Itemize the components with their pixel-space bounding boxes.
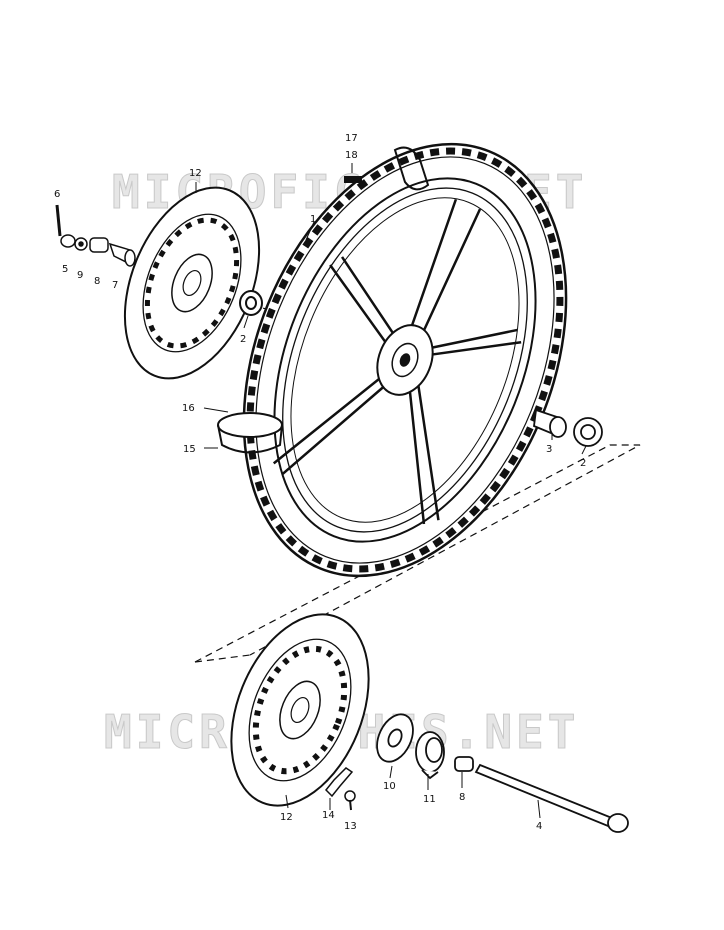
- lower-disc-hardware: [324, 767, 356, 811]
- tire-cutaway-top: [344, 146, 430, 191]
- callout-2-right: 2: [580, 458, 586, 469]
- callout-17: 17: [345, 133, 358, 144]
- bearing-upper-middle: [239, 290, 263, 316]
- callout-7: 7: [112, 280, 118, 291]
- callout-6: 6: [54, 189, 60, 200]
- callout-8-upper: 8: [94, 276, 100, 287]
- brake-disc-lower: [230, 613, 370, 807]
- callout-12-lower: 12: [280, 812, 293, 823]
- tire-cutaway-left: [217, 412, 283, 454]
- callout-3: 3: [546, 444, 552, 455]
- brake-disc-upper: [123, 186, 261, 380]
- callout-13: 13: [344, 821, 357, 832]
- callout-8-lower: 8: [459, 792, 465, 803]
- callout-18: 18: [345, 150, 358, 161]
- callout-16: 16: [182, 403, 195, 414]
- callout-12-upper: 12: [189, 168, 202, 179]
- callout-1: 1: [310, 214, 316, 225]
- leader-lines: [195, 163, 587, 819]
- callout-4: 4: [536, 821, 542, 832]
- callout-10: 10: [383, 781, 396, 792]
- callout-2-upper: 2: [240, 334, 246, 345]
- callout-11: 11: [423, 794, 436, 805]
- callout-14: 14: [322, 810, 335, 821]
- callout-15: 15: [183, 444, 196, 455]
- right-bearing-parts: [533, 408, 603, 447]
- speedometer-drive-parts: [376, 713, 474, 780]
- callout-5: 5: [62, 264, 68, 275]
- upper-left-hardware: [55, 204, 136, 267]
- valve-cap: [344, 176, 362, 183]
- axle-shaft: [474, 763, 629, 833]
- callout-9: 9: [77, 270, 83, 281]
- callout-labels: 1 2 2 3 4 5 6 7 8 8 9 10 11 12 12 13 14 …: [54, 133, 586, 832]
